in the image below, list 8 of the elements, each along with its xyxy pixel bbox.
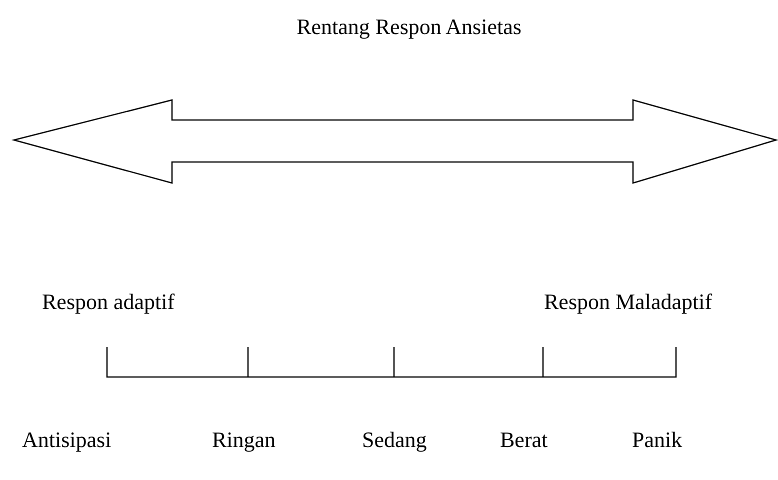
scale-end-label: Respon adaptif (42, 289, 175, 315)
scale-level-label: Panik (632, 427, 682, 453)
scale-level-label: Antisipasi (22, 427, 112, 453)
scale-level-label: Berat (500, 427, 548, 453)
scale-level-label: Ringan (212, 427, 276, 453)
scale-end-label: Respon Maladaptif (544, 289, 712, 315)
scale-level-label: Sedang (362, 427, 427, 453)
diagram-title: Rentang Respon Ansietas (296, 14, 522, 40)
